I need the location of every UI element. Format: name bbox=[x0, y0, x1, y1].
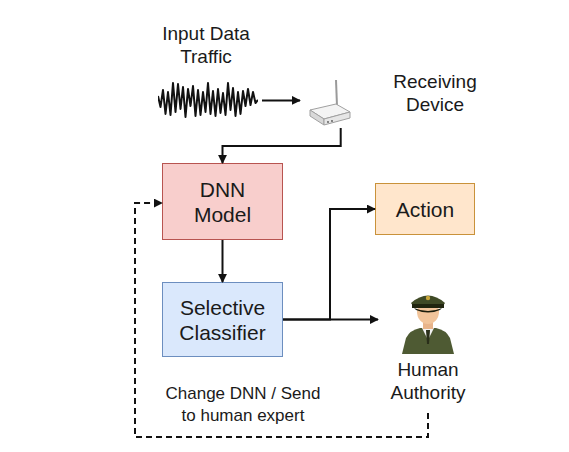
process-box: DNN Model bbox=[162, 163, 283, 240]
actor-node: Human Authority bbox=[378, 285, 478, 413]
flow-arrow bbox=[283, 319, 378, 321]
flow-arrow bbox=[223, 128, 341, 163]
source-node: Input Data Traffic bbox=[150, 22, 262, 120]
flow-arrow bbox=[262, 99, 300, 101]
box-label: Selective Classifier bbox=[171, 295, 274, 345]
router-illustration bbox=[306, 76, 352, 128]
edge-label: Change DNN / Send to human expert bbox=[157, 383, 329, 427]
box-label: Action bbox=[396, 197, 454, 222]
flow-arrow bbox=[222, 240, 224, 282]
process-box: Action bbox=[375, 183, 475, 235]
node-caption: Receiving Device bbox=[385, 70, 485, 116]
device-node: Receiving Device bbox=[300, 68, 485, 128]
waveform-illustration bbox=[158, 82, 258, 118]
soldier-illustration bbox=[396, 288, 460, 354]
feedback-arrow bbox=[135, 203, 428, 437]
box-label: DNN Model bbox=[181, 177, 264, 227]
node-caption: Input Data Traffic bbox=[150, 22, 262, 68]
node-caption: Human Authority bbox=[378, 358, 478, 404]
flow-arrow bbox=[283, 209, 375, 320]
process-box: Selective Classifier bbox=[162, 282, 283, 357]
